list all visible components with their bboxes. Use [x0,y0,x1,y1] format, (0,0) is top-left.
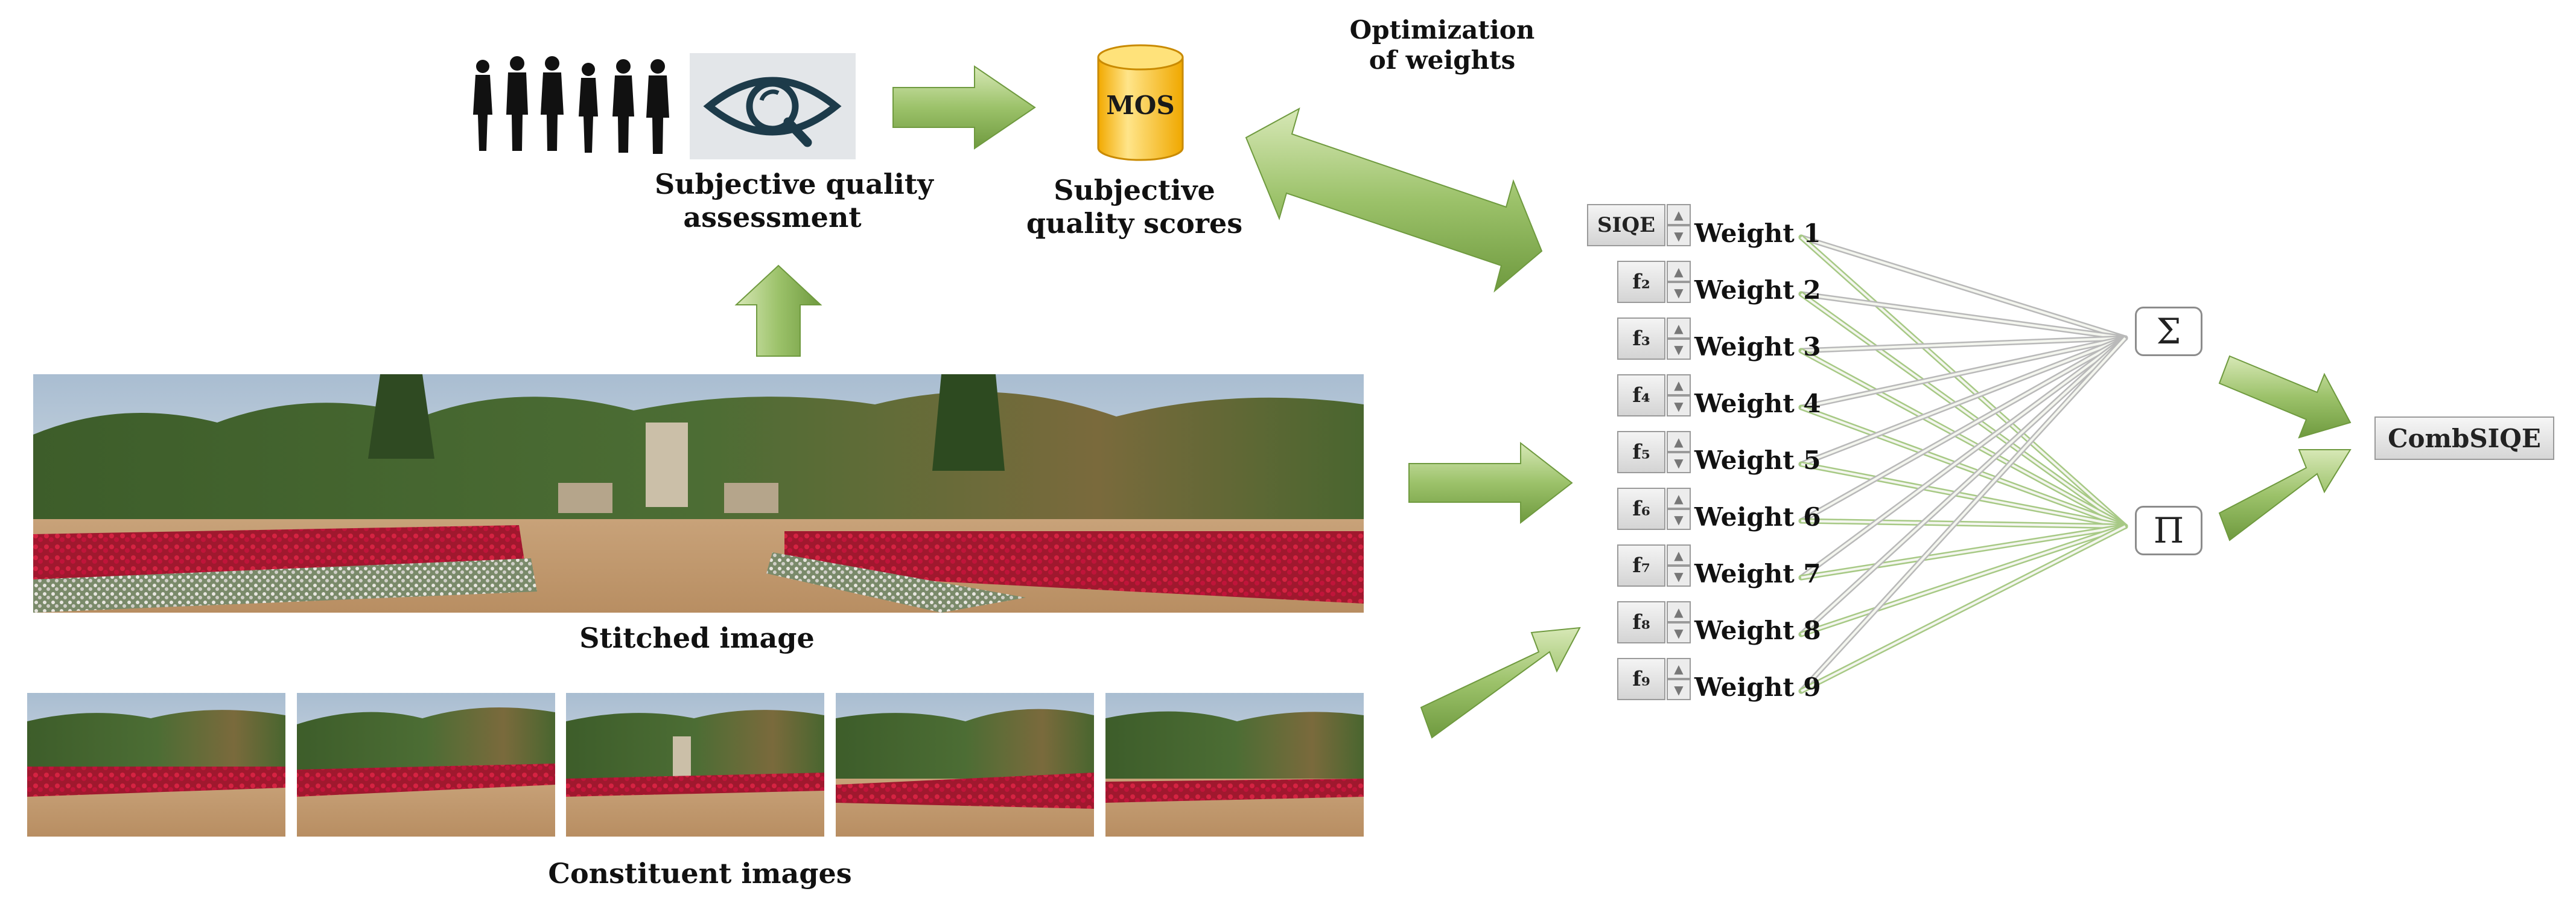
spinner-up-icon[interactable]: ▲ [1667,374,1691,395]
spinner-up-icon[interactable]: ▲ [1667,601,1691,622]
subjective-scores-label: Subjective quality scores [1026,174,1243,240]
spinner-down-icon[interactable]: ▼ [1667,395,1691,416]
stitched-image-label: Stitched image [579,622,815,654]
spinner-down-icon[interactable]: ▼ [1667,679,1691,700]
arrow-sum-to-result [2218,355,2352,439]
arrow-to-mos [892,65,1036,150]
spinner-up-icon[interactable]: ▲ [1667,658,1691,679]
weight-label-6: Weight 6 [1694,502,1821,532]
feature-box-9: f₉ [1617,658,1665,700]
connection-line-inner [1801,463,2126,528]
spinner-up-icon[interactable]: ▲ [1667,544,1691,566]
eye-magnifier-icon [703,77,842,147]
feature-box-6: f₆ [1617,488,1665,530]
spinner-down-icon[interactable]: ▼ [1667,452,1691,473]
weight-label-9: Weight 9 [1694,672,1821,702]
connection-line-inner [1801,349,2126,528]
connection-line-inner [1801,520,2126,528]
constituent-image-2 [297,693,555,837]
feature-box-1: SIQE [1587,204,1665,246]
connection-line-inner [1800,236,2126,528]
feature-box-3: f₃ [1617,317,1665,360]
spinner-down-icon[interactable]: ▼ [1667,225,1691,246]
weight-label-7: Weight 7 [1694,559,1821,589]
connection-line-inner [1801,337,2126,522]
arrow-product-to-result [2218,449,2352,541]
mos-database-icon [1097,44,1184,161]
weight-label-2: Weight 2 [1694,275,1821,305]
mos-label: MOS [1106,91,1175,120]
connection-line-inner [1801,525,2126,692]
spinner-up-icon[interactable]: ▲ [1667,261,1691,282]
connection-line-inner [1800,337,2126,636]
feature-box-8: f₈ [1617,601,1665,643]
combsiqe-result-box: CombSIQE [2374,416,2554,460]
arrow-stitched-to-features [1408,441,1573,525]
spinner-down-icon[interactable]: ▼ [1667,566,1691,587]
spinner-up-icon[interactable]: ▲ [1667,488,1691,509]
weight-label-4: Weight 4 [1694,389,1821,418]
product-operator-box: Π [2135,506,2202,555]
connection-line-inner [1801,406,2126,528]
connection-line-inner [1801,293,2126,339]
connection-line-inner [1801,236,2126,339]
constituent-image-4 [836,693,1094,837]
constituent-image-5 [1105,693,1364,837]
weight-label-3: Weight 3 [1694,332,1821,362]
spinner-up-icon[interactable]: ▲ [1667,204,1691,225]
people-silhouettes-icon [473,56,669,154]
spinner-down-icon[interactable]: ▼ [1667,622,1691,643]
spinner-down-icon[interactable]: ▼ [1667,509,1691,530]
connection-line-inner [1801,525,2126,579]
arrow-up-to-assessment [734,264,822,357]
spinner-down-icon[interactable]: ▼ [1667,282,1691,303]
feature-box-5: f₅ [1617,431,1665,473]
weight-connection-lines [1798,234,2128,694]
spinner-up-icon[interactable]: ▲ [1667,317,1691,339]
connection-line-inner [1801,525,2126,636]
feature-box-2: f₂ [1617,261,1665,303]
weight-label-8: Weight 8 [1694,616,1821,645]
spinner-up-icon[interactable]: ▲ [1667,431,1691,452]
feature-box-7: f₇ [1617,544,1665,587]
constituent-image-3 [566,693,824,837]
connection-line-inner [1801,337,2126,465]
feature-box-4: f₄ [1617,374,1665,416]
optimization-double-arrow [1245,107,1543,293]
connection-line-inner [1800,337,2126,692]
sum-operator-box: Σ [2135,307,2202,356]
connection-line-inner [1801,337,2126,352]
spinner-down-icon[interactable]: ▼ [1667,339,1691,360]
stitched-panorama-image [33,374,1364,613]
constituent-image-1 [27,693,285,837]
arrow-constituent-to-features [1420,627,1581,739]
connection-line-inner [1800,293,2126,528]
eye-icon-background [690,53,856,159]
subjective-assessment-label: Subjective quality assessment [655,168,933,234]
weight-label-1: Weight 1 [1694,219,1821,248]
constituent-images-label: Constituent images [548,857,852,890]
weight-label-5: Weight 5 [1694,445,1821,475]
connection-line-inner [1800,337,2126,579]
optimization-label: Optimization of weights [1349,15,1535,75]
connection-line-inner [1801,337,2126,409]
